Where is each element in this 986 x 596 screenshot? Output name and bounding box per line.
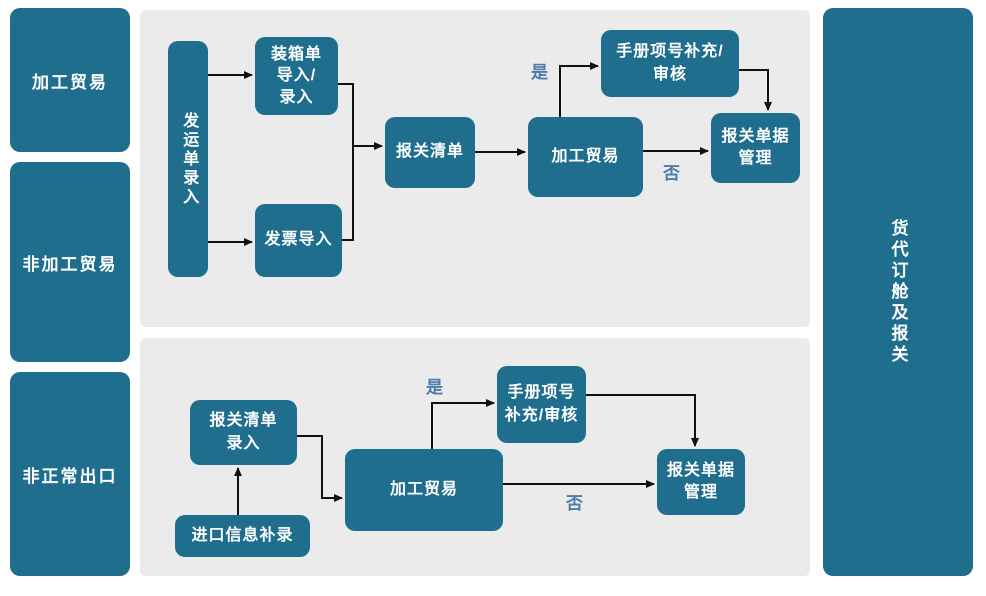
node-invoice-import: 发票导入 (255, 204, 342, 277)
node-manual-item-check-bottom: 手册项号 补充/审核 (497, 366, 586, 443)
node-manual-item-check-top: 手册项号补充/ 审核 (601, 30, 739, 97)
bottom-flow-no-label: 否 (566, 494, 583, 513)
node-declaration-list-entry: 报关清单 录入 (190, 400, 297, 465)
node-declaration-list: 报关清单 (385, 117, 475, 188)
node-declaration-doc-mgmt-top: 报关单据 管理 (711, 113, 800, 183)
node-processing-trade-bottom: 加工贸易 (345, 449, 503, 531)
top-flow-yes-label: 是 (531, 63, 548, 82)
node-import-info-supplement: 进口信息补录 (175, 515, 310, 557)
lane-non-processing-trade: 非加工贸易 (10, 162, 130, 362)
lane-abnormal-export: 非正常出口 (10, 372, 130, 576)
lane-freight-booking-declaration: 货代订舱及报关 (823, 8, 973, 576)
top-flow-no-label: 否 (663, 164, 680, 183)
node-declaration-doc-mgmt-bottom: 报关单据 管理 (657, 449, 745, 515)
node-packing-list-import: 装箱单 导入/ 录入 (255, 37, 338, 115)
node-processing-trade-top: 加工贸易 (528, 117, 643, 197)
bottom-flow-yes-label: 是 (426, 378, 443, 397)
lane-processing-trade: 加工贸易 (10, 8, 130, 152)
node-shipping-order-entry: 发运单录入 (168, 41, 208, 277)
